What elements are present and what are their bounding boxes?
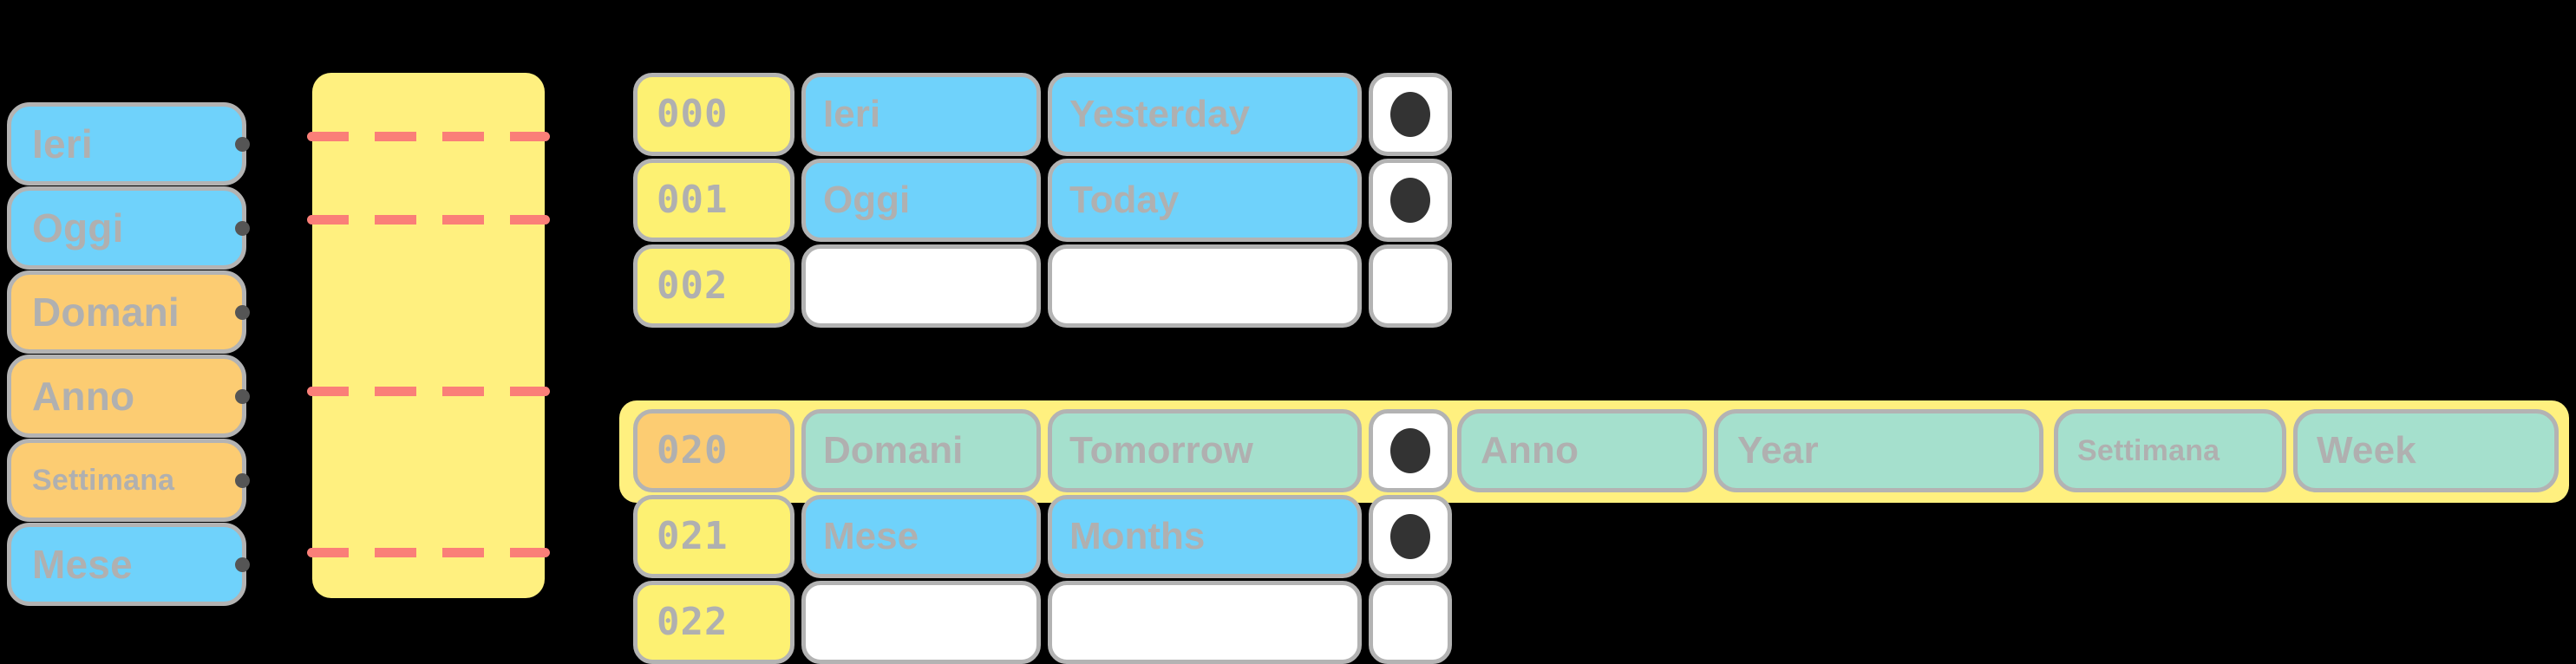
italian-cell[interactable]: Mese bbox=[801, 495, 1041, 578]
left-item-anno[interactable]: Anno bbox=[7, 355, 250, 438]
dashed-separator bbox=[307, 215, 550, 225]
italian-label: Mese bbox=[823, 515, 919, 557]
row-id-cell[interactable]: 002 bbox=[633, 244, 794, 328]
band-item-anno[interactable]: Anno bbox=[1457, 409, 1707, 492]
filled-circle-icon bbox=[1390, 92, 1430, 137]
italian-label: Domani bbox=[823, 429, 964, 472]
row-id-label: 001 bbox=[657, 178, 729, 222]
italian-cell[interactable] bbox=[801, 244, 1041, 328]
row-id-label: 000 bbox=[657, 92, 729, 136]
row-id-cell[interactable]: 021 bbox=[633, 495, 794, 578]
left-item-label: Domani bbox=[32, 290, 180, 335]
english-cell[interactable] bbox=[1048, 244, 1362, 328]
filled-circle-icon bbox=[1390, 428, 1430, 473]
left-item-ieri[interactable]: Ieri bbox=[7, 102, 250, 186]
row-id-cell[interactable]: 001 bbox=[633, 159, 794, 242]
row-id-label: 020 bbox=[657, 428, 729, 472]
english-label: Tomorrow bbox=[1069, 429, 1253, 472]
band-item-label: Week bbox=[2317, 429, 2416, 472]
filled-circle-icon bbox=[1390, 178, 1430, 223]
band-item-label: Year bbox=[1737, 429, 1819, 472]
band-item-label: Anno bbox=[1481, 429, 1579, 472]
english-cell[interactable]: Months bbox=[1048, 495, 1362, 578]
italian-label: Ieri bbox=[823, 93, 881, 135]
dashed-separator bbox=[307, 132, 550, 141]
yellow-dashed-panel[interactable] bbox=[307, 73, 550, 598]
left-item-label: Anno bbox=[32, 374, 135, 419]
left-item-label: Settimana bbox=[32, 464, 175, 497]
left-item-mese[interactable]: Mese bbox=[7, 523, 250, 606]
band-item-settimana[interactable]: Settimana bbox=[2054, 409, 2286, 492]
dashed-separator bbox=[307, 548, 550, 557]
band-item-week[interactable]: Week bbox=[2293, 409, 2559, 492]
row-toggle-cell[interactable] bbox=[1369, 581, 1452, 664]
english-label: Months bbox=[1069, 515, 1206, 557]
band-item-year[interactable]: Year bbox=[1714, 409, 2043, 492]
row-toggle-cell[interactable] bbox=[1369, 409, 1452, 492]
dashed-separator bbox=[307, 387, 550, 396]
italian-cell[interactable]: Domani bbox=[801, 409, 1041, 492]
connector-nub-icon bbox=[235, 389, 250, 404]
row-toggle-cell[interactable] bbox=[1369, 73, 1452, 156]
left-item-domani[interactable]: Domani bbox=[7, 270, 250, 354]
english-cell[interactable]: Tomorrow bbox=[1048, 409, 1362, 492]
row-id-cell[interactable]: 020 bbox=[633, 409, 794, 492]
filled-circle-icon bbox=[1390, 514, 1430, 559]
connector-nub-icon bbox=[235, 557, 250, 572]
row-toggle-cell[interactable] bbox=[1369, 244, 1452, 328]
connector-nub-icon bbox=[235, 473, 250, 488]
english-label: Today bbox=[1069, 179, 1180, 221]
english-label: Yesterday bbox=[1069, 93, 1250, 135]
row-id-cell[interactable]: 000 bbox=[633, 73, 794, 156]
band-item-label: Settimana bbox=[2077, 434, 2220, 467]
italian-label: Oggi bbox=[823, 179, 911, 221]
left-item-label: Mese bbox=[32, 542, 133, 587]
row-id-cell[interactable]: 022 bbox=[633, 581, 794, 664]
row-toggle-cell[interactable] bbox=[1369, 159, 1452, 242]
row-id-label: 021 bbox=[657, 514, 729, 558]
italian-cell[interactable] bbox=[801, 581, 1041, 664]
italian-cell[interactable]: Ieri bbox=[801, 73, 1041, 156]
left-item-label: Ieri bbox=[32, 121, 93, 166]
italian-cell[interactable]: Oggi bbox=[801, 159, 1041, 242]
row-id-label: 002 bbox=[657, 264, 729, 308]
connector-nub-icon bbox=[235, 221, 250, 236]
row-toggle-cell[interactable] bbox=[1369, 495, 1452, 578]
english-cell[interactable]: Today bbox=[1048, 159, 1362, 242]
left-item-oggi[interactable]: Oggi bbox=[7, 186, 250, 270]
connector-nub-icon bbox=[235, 137, 250, 152]
english-cell[interactable] bbox=[1048, 581, 1362, 664]
left-item-label: Oggi bbox=[32, 205, 124, 251]
connector-nub-icon bbox=[235, 305, 250, 320]
row-id-label: 022 bbox=[657, 600, 729, 644]
left-item-settimana[interactable]: Settimana bbox=[7, 439, 250, 522]
english-cell[interactable]: Yesterday bbox=[1048, 73, 1362, 156]
